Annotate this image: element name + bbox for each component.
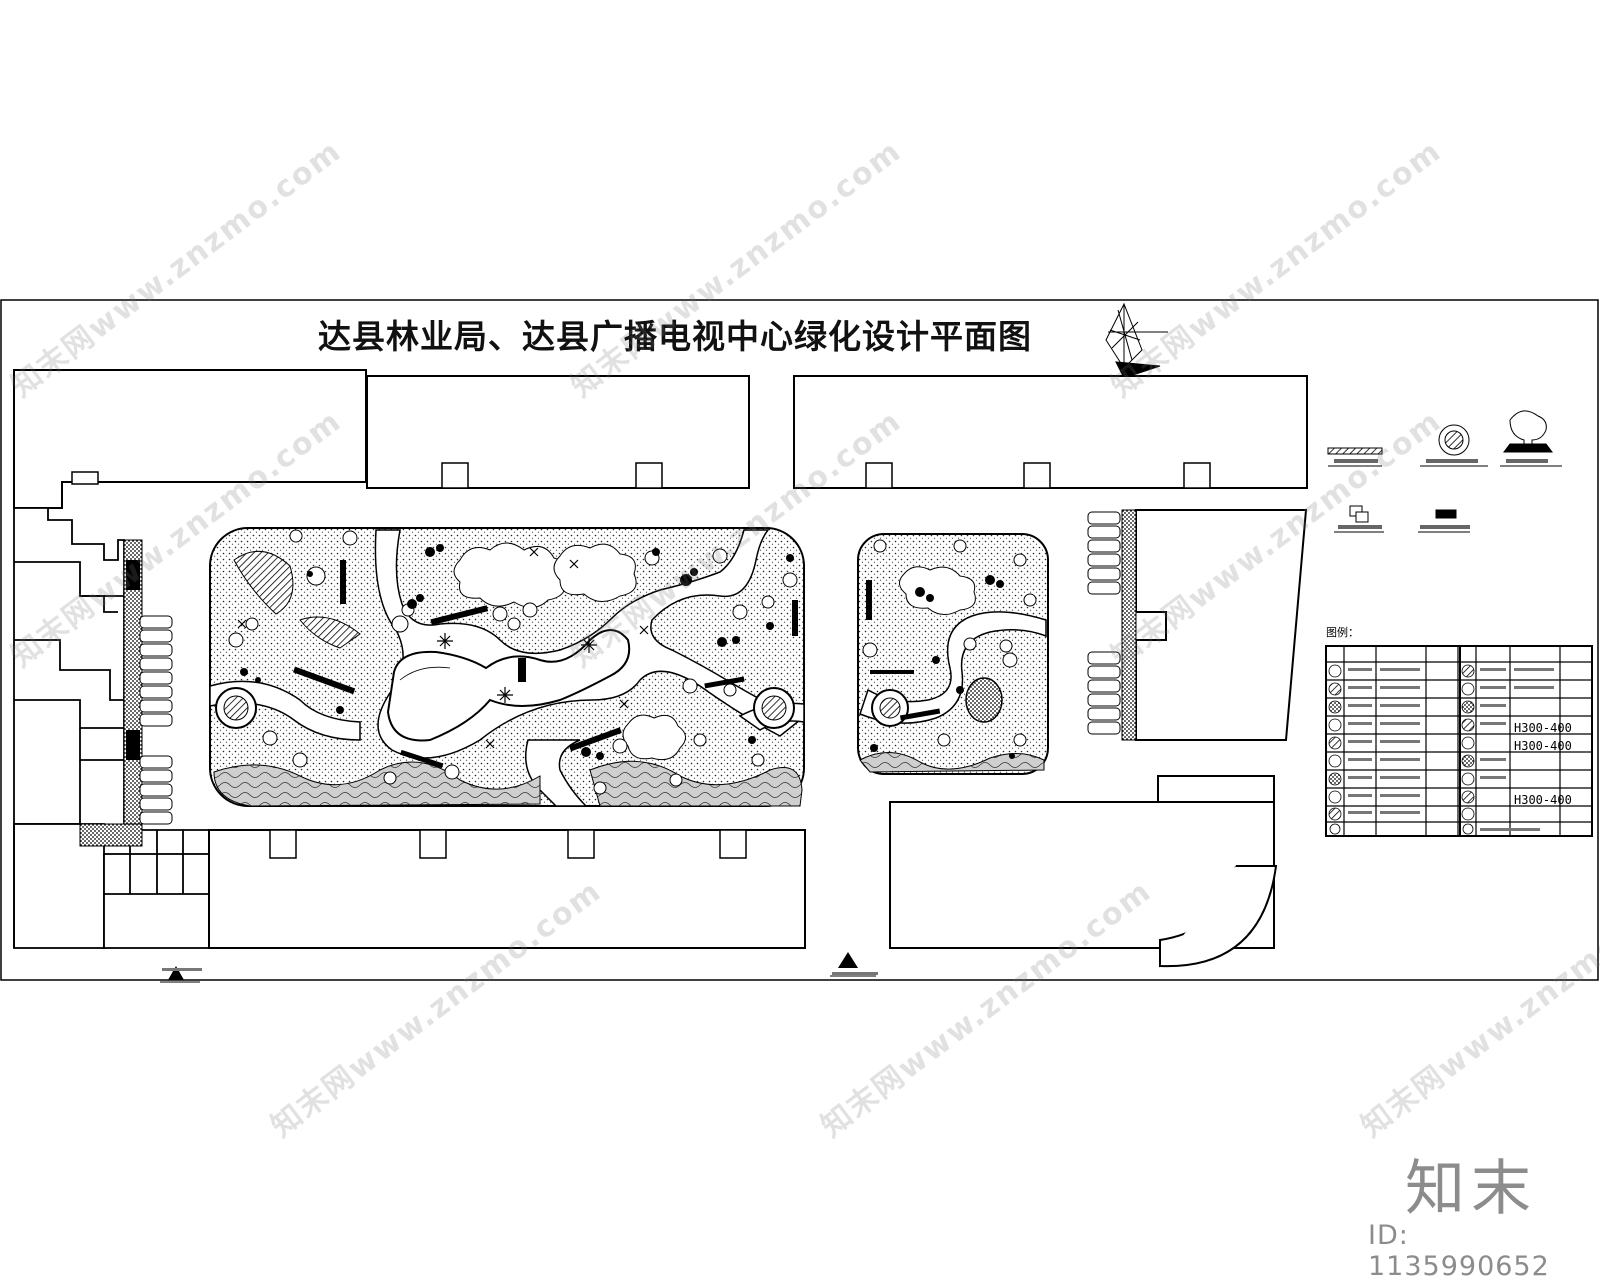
building-bottom-middle <box>208 829 806 949</box>
drawing-frame <box>0 299 1599 981</box>
entrance-marker-right <box>838 952 858 968</box>
legend-symbols <box>1327 410 1562 533</box>
legend-row-value-3: H300-400 <box>1514 793 1572 807</box>
building-left-complex <box>13 507 210 949</box>
watermark-id: ID: 1135990652 <box>1368 1220 1550 1282</box>
legend-table-symbols <box>1328 664 1475 835</box>
legend-row-value-1: H300-400 <box>1514 721 1572 735</box>
legend-heading: 图例： <box>1326 625 1359 639</box>
drawing-title: 达县林业局、达县广播电视中心绿化设计平面图 <box>318 317 1032 356</box>
parking-left <box>139 615 173 825</box>
entrance-labels <box>162 968 878 975</box>
legend-captions <box>1334 459 1548 529</box>
north-arrow <box>1105 302 1168 379</box>
entrance-marker-left <box>168 966 184 980</box>
legend-table <box>1325 645 1593 837</box>
parking-right <box>1087 511 1121 735</box>
building-bottom-right <box>889 775 1278 968</box>
pond-right <box>965 677 1003 723</box>
garden-right <box>857 533 1049 775</box>
legend-table-cell-marks <box>1348 668 1554 831</box>
watermark-brand: 知末 <box>1405 1154 1537 1224</box>
legend-row-value-2: H300-400 <box>1514 739 1572 753</box>
building-top-middle <box>366 375 750 489</box>
garden-left <box>209 527 805 807</box>
